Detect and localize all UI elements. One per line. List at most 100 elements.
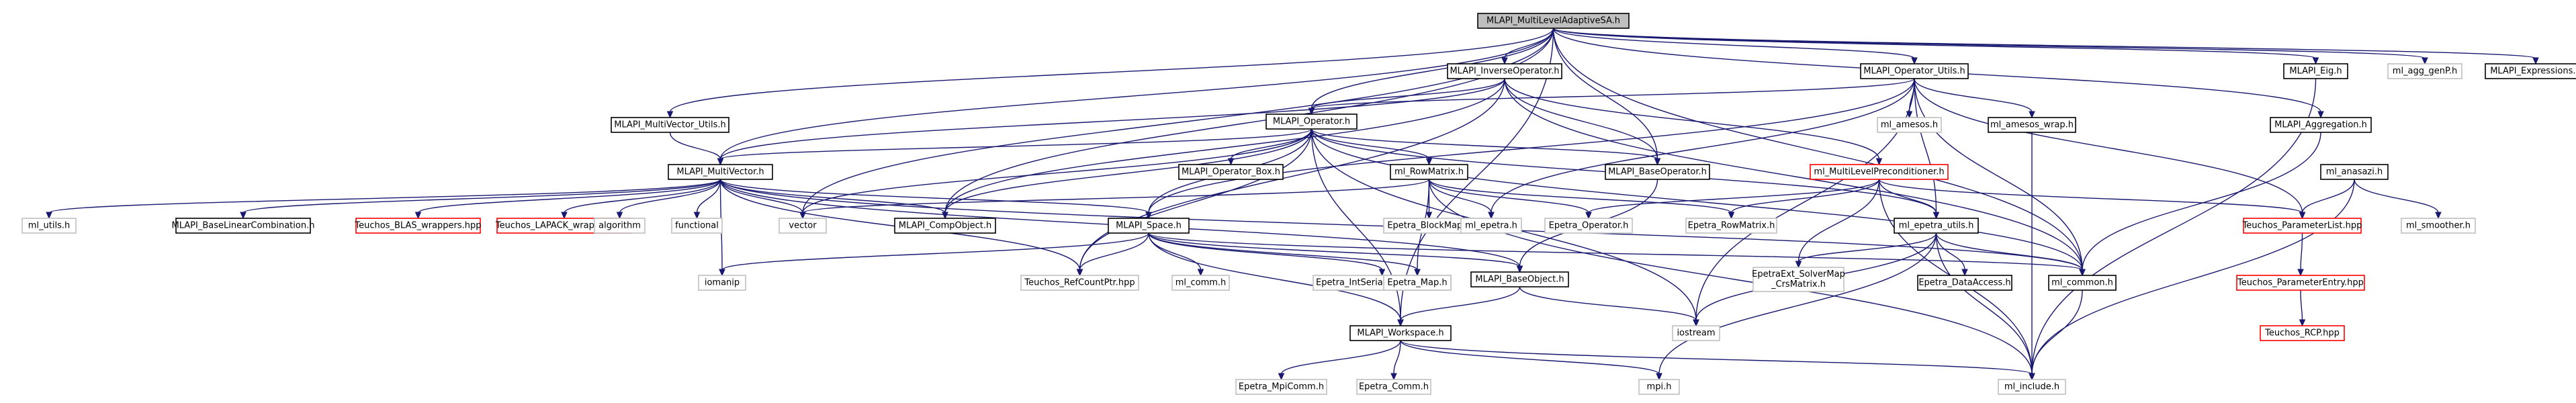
node-epetra-comm-h[interactable]: Epetra_Comm.h bbox=[1356, 379, 1431, 395]
node-ml-anasazi-h[interactable]: ml_anasazi.h bbox=[2320, 164, 2389, 180]
edge-mlapi-operator-utils-h-to-mlapi-operator-h bbox=[1308, 78, 1915, 116]
node-label: mpi.h bbox=[1647, 382, 1672, 392]
edge-mlapi-inverseoperator-h-to-mlapi-multivector-h bbox=[717, 78, 1505, 166]
node-epetra-operator-h[interactable]: Epetra_Operator.h bbox=[1544, 218, 1633, 234]
node-mlapi-eig-h[interactable]: MLAPI_Eig.h bbox=[2283, 63, 2348, 79]
node-box bbox=[894, 218, 996, 234]
node-ml-comm-h[interactable]: ml_comm.h bbox=[1171, 275, 1230, 291]
edge-mlapi-multileveladaptivesa-h-to-mlapi-compobject-h bbox=[942, 28, 1554, 220]
edge-mlapi-space-h-to-teuchos-refcountptr-hpp bbox=[1076, 232, 1149, 277]
node-mlapi-operator-h[interactable]: MLAPI_Operator.h bbox=[1265, 114, 1358, 130]
edge-mlapi-inverseoperator-h-to-ml-multilevelpreconditioner-h bbox=[1504, 78, 1883, 166]
node-mlapi-aggregation-h[interactable]: MLAPI_Aggregation.h bbox=[2270, 117, 2372, 133]
node-box bbox=[21, 218, 77, 234]
dependency-edges bbox=[46, 28, 2539, 381]
node-box bbox=[1460, 218, 1522, 234]
node-teuchos-parameterentry-hpp[interactable]: Teuchos_ParameterEntry.hpp bbox=[2236, 275, 2365, 291]
edge-ml-epetra-utils-h-to-epetraext-solvermap-crsmatrix-h bbox=[1795, 232, 1937, 269]
node-box bbox=[2320, 164, 2389, 180]
node-mpi-h[interactable]: mpi.h bbox=[1638, 379, 1680, 395]
node-label: MLAPI_BaseOperator.h bbox=[1608, 167, 1707, 177]
node-box bbox=[1544, 218, 1633, 234]
edge-ml-multilevelpreconditioner-h-to-ml-epetra-utils-h bbox=[1878, 179, 1940, 220]
node-label: MLAPI_Operator.h bbox=[1273, 117, 1350, 127]
node-mlapi-expressions-h[interactable]: MLAPI_Expressions.h bbox=[2485, 63, 2576, 79]
node-ml-rowmatrix-h[interactable]: ml_RowMatrix.h bbox=[1390, 164, 1468, 180]
node-ml-epetra-h[interactable]: ml_epetra.h bbox=[1460, 218, 1522, 234]
edge-ml-rowmatrix-h-to-vector bbox=[799, 179, 1430, 220]
node-functional[interactable]: functional bbox=[671, 218, 723, 234]
node-mlapi-multileveladaptivesa-h[interactable]: MLAPI_MultiLevelAdaptiveSA.h bbox=[1477, 13, 1630, 29]
node-teuchos-parameterlist-hpp[interactable]: Teuchos_ParameterList.hpp bbox=[2242, 218, 2362, 234]
edge-mlapi-multileveladaptivesa-h-to-mlapi-multivector-utils-h bbox=[666, 28, 1554, 119]
node-ml-common-h[interactable]: ml_common.h bbox=[2048, 275, 2117, 291]
node-mlapi-baselinearcombination-h[interactable]: MLAPI_BaseLinearCombination.h bbox=[172, 218, 315, 234]
node-vector[interactable]: vector bbox=[779, 218, 827, 234]
edge-mlapi-multileveladaptivesa-h-to-mlapi-expressions-h bbox=[1552, 28, 2539, 65]
node-box bbox=[1752, 267, 1845, 292]
edge-ml-rowmatrix-h-to-ml-epetra-h bbox=[1428, 179, 1495, 220]
node-algorithm[interactable]: algorithm bbox=[594, 218, 646, 234]
node-mlapi-inverseoperator-h[interactable]: MLAPI_InverseOperator.h bbox=[1447, 63, 1562, 79]
node-label: ml_include.h bbox=[2004, 382, 2059, 392]
edge-mlapi-multileveladaptivesa-h-to-mlapi-multivector-h bbox=[717, 28, 1554, 166]
node-epetra-map-h[interactable]: Epetra_Map.h bbox=[1383, 275, 1452, 291]
node-ml-amesos-wrap-h[interactable]: ml_amesos_wrap.h bbox=[1988, 117, 2076, 133]
node-mlapi-workspace-h[interactable]: MLAPI_Workspace.h bbox=[1349, 325, 1452, 341]
node-mlapi-compobject-h[interactable]: MLAPI_CompObject.h bbox=[894, 218, 996, 234]
edge-ml-multilevelpreconditioner-h-to-epetra-rowmatrix-h bbox=[1728, 179, 1880, 220]
edge-mlapi-multivector-h-to-vector bbox=[719, 179, 806, 220]
node-teuchos-rcp-hpp[interactable]: Teuchos_RCP.hpp bbox=[2260, 325, 2345, 341]
node-label: MLAPI_CompObject.h bbox=[899, 221, 991, 231]
node-teuchos-blas-wrappers-hpp[interactable]: Teuchos_BLAS_wrappers.hpp bbox=[354, 218, 482, 234]
node-iomanip[interactable]: iomanip bbox=[698, 275, 746, 291]
node-epetra-mpicomm-h[interactable]: Epetra_MpiComm.h bbox=[1235, 379, 1327, 395]
node-box bbox=[1988, 117, 2076, 133]
node-label: Teuchos_RCP.hpp bbox=[2264, 328, 2340, 339]
node-box bbox=[1171, 275, 1230, 291]
edge-mlapi-operator-h-to-mlapi-multivector-h bbox=[717, 128, 1313, 166]
node-box bbox=[1605, 164, 1710, 180]
edge-mlapi-space-h-to-mlapi-baseobject-h bbox=[1148, 232, 1523, 273]
node-ml-smoother-h[interactable]: ml_smoother.h bbox=[2401, 218, 2476, 234]
node-ml-multilevelpreconditioner-h[interactable]: ml_MultiLevelPreconditioner.h bbox=[1810, 164, 1949, 180]
node-mlapi-multivector-h[interactable]: MLAPI_MultiVector.h bbox=[668, 164, 773, 180]
node-box bbox=[671, 218, 723, 234]
node-label: ml_common.h bbox=[2051, 278, 2113, 288]
node-teuchos-refcountptr-hpp[interactable]: Teuchos_RefCountPtr.hpp bbox=[1020, 275, 1139, 291]
edge-mlapi-workspace-h-to-epetra-comm-h bbox=[1390, 340, 1401, 381]
node-label: ml_comm.h bbox=[1175, 278, 1227, 288]
node-mlapi-space-h[interactable]: MLAPI_Space.h bbox=[1108, 218, 1190, 234]
node-box bbox=[1383, 275, 1452, 291]
node-label: MLAPI_BaseObject.h bbox=[1475, 275, 1564, 285]
node-ml-epetra-utils-h[interactable]: ml_epetra_utils.h bbox=[1894, 218, 1979, 234]
node-ml-agg-genp-h[interactable]: ml_agg_genP.h bbox=[2387, 63, 2462, 79]
edge-teuchos-parameterlist-hpp-to-teuchos-parameterentry-hpp bbox=[2297, 232, 2304, 277]
node-box bbox=[1672, 325, 1720, 341]
edge-mlapi-multivector-h-to-functional bbox=[693, 179, 721, 220]
node-label: MLAPI_MultiLevelAdaptiveSA.h bbox=[1486, 16, 1620, 26]
node-label: functional bbox=[675, 221, 719, 231]
node-mlapi-baseobject-h[interactable]: MLAPI_BaseObject.h bbox=[1470, 271, 1569, 287]
node-box bbox=[1235, 379, 1327, 395]
node-mlapi-operator-utils-h[interactable]: MLAPI_Operator_Utils.h bbox=[1860, 63, 1969, 79]
node-epetraext-solvermap-crsmatrix-h[interactable]: EpetraExt_SolverMap_CrsMatrix.h bbox=[1752, 267, 1845, 292]
node-mlapi-multivector-utils-h[interactable]: MLAPI_MultiVector_Utils.h bbox=[611, 117, 729, 133]
dependency-nodes: MLAPI_MultiLevelAdaptiveSA.hMLAPI_Invers… bbox=[21, 13, 2576, 395]
node-ml-utils-h[interactable]: ml_utils.h bbox=[21, 218, 77, 234]
node-mlapi-operator-box-h[interactable]: MLAPI_Operator_Box.h bbox=[1178, 164, 1284, 180]
node-label: ml_RowMatrix.h bbox=[1394, 167, 1464, 177]
node-ml-include-h[interactable]: ml_include.h bbox=[1998, 379, 2066, 395]
node-mlapi-baseoperator-h[interactable]: MLAPI_BaseOperator.h bbox=[1605, 164, 1710, 180]
node-ml-amesos-h[interactable]: ml_amesos.h bbox=[1877, 117, 1942, 133]
node-label: Epetra_RowMatrix.h bbox=[1688, 221, 1775, 231]
node-box bbox=[1860, 63, 1969, 79]
node-epetra-rowmatrix-h[interactable]: Epetra_RowMatrix.h bbox=[1685, 218, 1777, 234]
node-box bbox=[1447, 63, 1562, 79]
node-iostream[interactable]: iostream bbox=[1672, 325, 1720, 341]
edge-mlapi-multivector-h-to-teuchos-blas-wrappers-hpp bbox=[414, 179, 721, 220]
node-epetra-dataaccess-h[interactable]: Epetra_DataAccess.h bbox=[1917, 275, 2012, 291]
edge-mlapi-workspace-h-to-epetra-mpicomm-h bbox=[1278, 340, 1401, 381]
node-label: MLAPI_MultiVector.h bbox=[676, 167, 764, 177]
